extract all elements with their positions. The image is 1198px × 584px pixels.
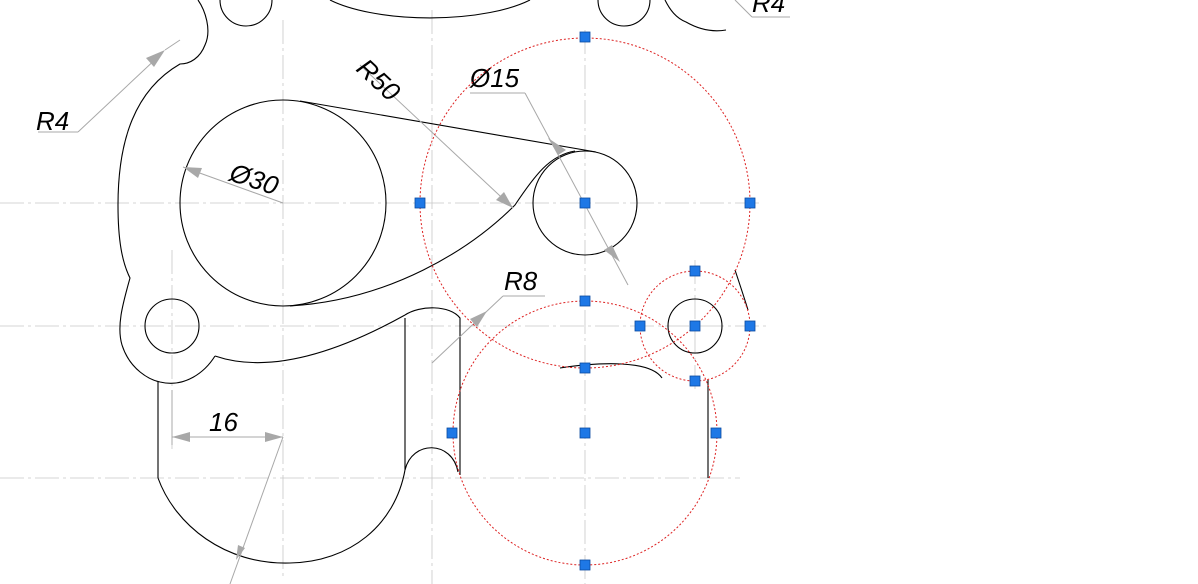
top-right-hole-arc bbox=[597, 0, 651, 27]
center-lines bbox=[0, 10, 770, 584]
dim-label-d15: Ø15 bbox=[469, 63, 520, 93]
outer-contour-top-right bbox=[664, 0, 727, 32]
grip bbox=[446, 427, 458, 439]
grip bbox=[579, 197, 591, 209]
arc-r50 bbox=[289, 150, 576, 307]
grip bbox=[744, 197, 756, 209]
part-geometry bbox=[117, 0, 749, 564]
dim-label-16: 16 bbox=[209, 407, 238, 437]
grip bbox=[689, 265, 701, 277]
dim-label-r4-top: R4 bbox=[752, 0, 785, 18]
tangent-line-top bbox=[299, 100, 597, 153]
slot-boss bbox=[404, 307, 461, 475]
grip bbox=[414, 197, 426, 209]
grip bbox=[634, 320, 646, 332]
arc-r8 bbox=[559, 363, 663, 379]
dimension-16[interactable]: 16 bbox=[171, 390, 284, 584]
grip bbox=[579, 559, 591, 571]
selection-grips[interactable] bbox=[414, 31, 756, 571]
grip bbox=[689, 320, 701, 332]
dim-label-d30: Ø30 bbox=[225, 157, 282, 201]
grip bbox=[579, 362, 591, 374]
dim-label-r50: R50 bbox=[351, 52, 407, 107]
bottom-arc bbox=[157, 469, 406, 564]
grip bbox=[689, 375, 701, 387]
dim-label-r4-left: R4 bbox=[36, 106, 69, 136]
dimension-r4-top[interactable]: R4 bbox=[734, 0, 790, 18]
grip bbox=[579, 31, 591, 43]
small-hole-right bbox=[667, 298, 723, 354]
grip bbox=[579, 295, 591, 307]
lower-rim bbox=[214, 314, 406, 364]
left-ear-bottom bbox=[159, 355, 216, 384]
dimension-d30[interactable]: Ø30 bbox=[182, 157, 284, 204]
top-left-hole-arc bbox=[219, 0, 273, 27]
dimension-r8[interactable]: R8 bbox=[431, 266, 545, 364]
grip bbox=[710, 427, 722, 439]
hole-d15 bbox=[532, 150, 638, 256]
top-center-arc bbox=[329, 0, 531, 19]
dimension-r4-left[interactable]: R4 bbox=[36, 39, 181, 136]
grip bbox=[744, 320, 756, 332]
grip bbox=[579, 427, 591, 439]
dim-label-r8: R8 bbox=[504, 266, 538, 296]
left-small-hole bbox=[144, 298, 200, 354]
large-hole-d30 bbox=[179, 99, 387, 307]
outer-contour-left bbox=[117, 0, 209, 383]
